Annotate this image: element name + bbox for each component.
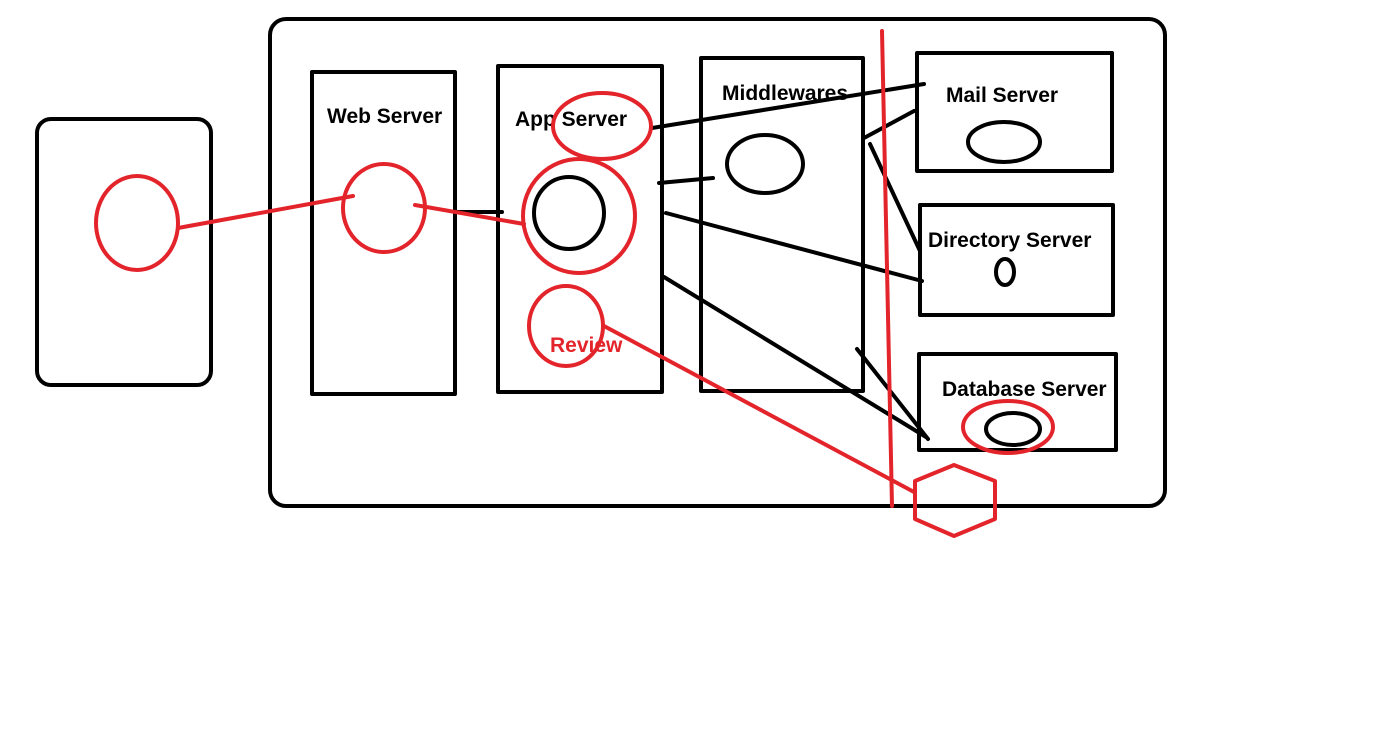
client-endpoint-circle	[94, 174, 180, 272]
vertical-boundary-line	[880, 29, 894, 508]
app-component	[532, 175, 606, 251]
app-server-label: App Server	[515, 108, 627, 131]
hexagon-marker	[913, 463, 997, 538]
app-to-mail-connector	[650, 82, 926, 130]
middleware-to-mail-connector	[862, 109, 916, 140]
app-component-highlight	[521, 157, 637, 275]
mail-server-box	[915, 51, 1114, 173]
directory-server-label: Directory Server	[928, 229, 1091, 252]
review-label: Review	[550, 334, 623, 357]
app-to-directory-connector	[664, 211, 924, 283]
app-to-middleware-connector	[657, 176, 715, 185]
web-to-app-link	[413, 203, 526, 226]
middlewares-label: Middlewares	[722, 82, 848, 105]
database-server-label: Database Server	[942, 378, 1107, 401]
web-server-box	[310, 70, 457, 396]
database-component	[984, 411, 1042, 447]
review-to-hexagon-link	[602, 324, 916, 494]
server-environment-boundary	[268, 17, 1167, 508]
middleware-to-directory-connector	[868, 142, 922, 253]
directory-component	[994, 257, 1016, 287]
directory-server-box	[918, 203, 1115, 317]
web-endpoint-circle	[341, 162, 427, 254]
database-component-highlight	[961, 399, 1055, 455]
client-device	[35, 117, 213, 387]
middleware-component	[725, 133, 805, 195]
mail-component	[966, 120, 1042, 164]
mail-server-label: Mail Server	[946, 84, 1058, 107]
middlewares-box	[699, 56, 865, 393]
app-server-label-highlight	[551, 91, 653, 161]
client-to-web-link	[176, 194, 355, 230]
database-server-box	[917, 352, 1118, 452]
app-to-database-connector	[662, 275, 928, 439]
web-server-label: Web Server	[327, 105, 442, 128]
middleware-to-database-connector	[855, 347, 930, 441]
app-server-box	[496, 64, 664, 394]
